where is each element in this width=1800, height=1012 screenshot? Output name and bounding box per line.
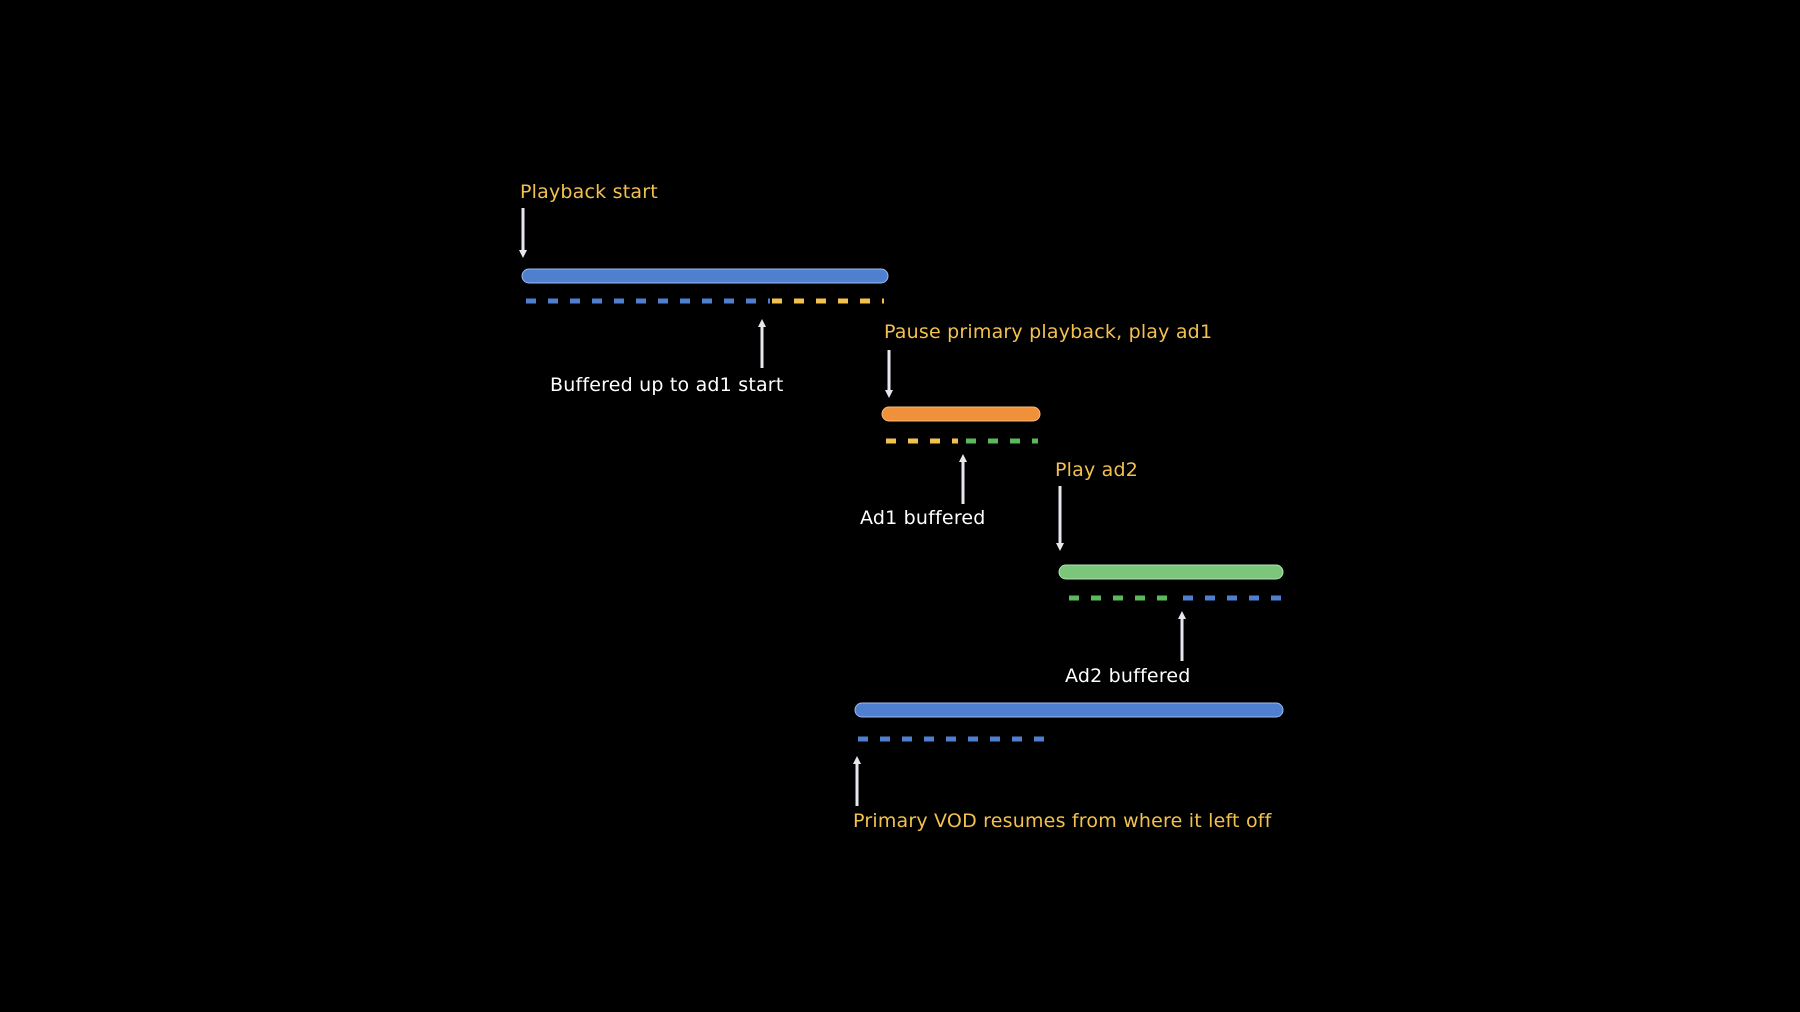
primary-vod-resumes-label: Primary VOD resumes from where it left o… bbox=[853, 810, 1272, 832]
playback-start-label: Playback start bbox=[520, 181, 658, 203]
buffered-up-to-ad1-label: Buffered up to ad1 start bbox=[550, 374, 784, 396]
pause-primary-play-ad1-label: Pause primary playback, play ad1 bbox=[884, 321, 1213, 343]
primary-resume-bar bbox=[854, 702, 1284, 718]
ad1-buffered-label: Ad1 buffered bbox=[860, 507, 986, 529]
play-ad2-label: Play ad2 bbox=[1055, 459, 1139, 481]
primary-playback-bar bbox=[521, 268, 889, 284]
ad2-playback-bar bbox=[1058, 564, 1284, 580]
ad2-buffered-label: Ad2 buffered bbox=[1065, 665, 1191, 687]
ad1-playback-bar bbox=[881, 406, 1041, 422]
